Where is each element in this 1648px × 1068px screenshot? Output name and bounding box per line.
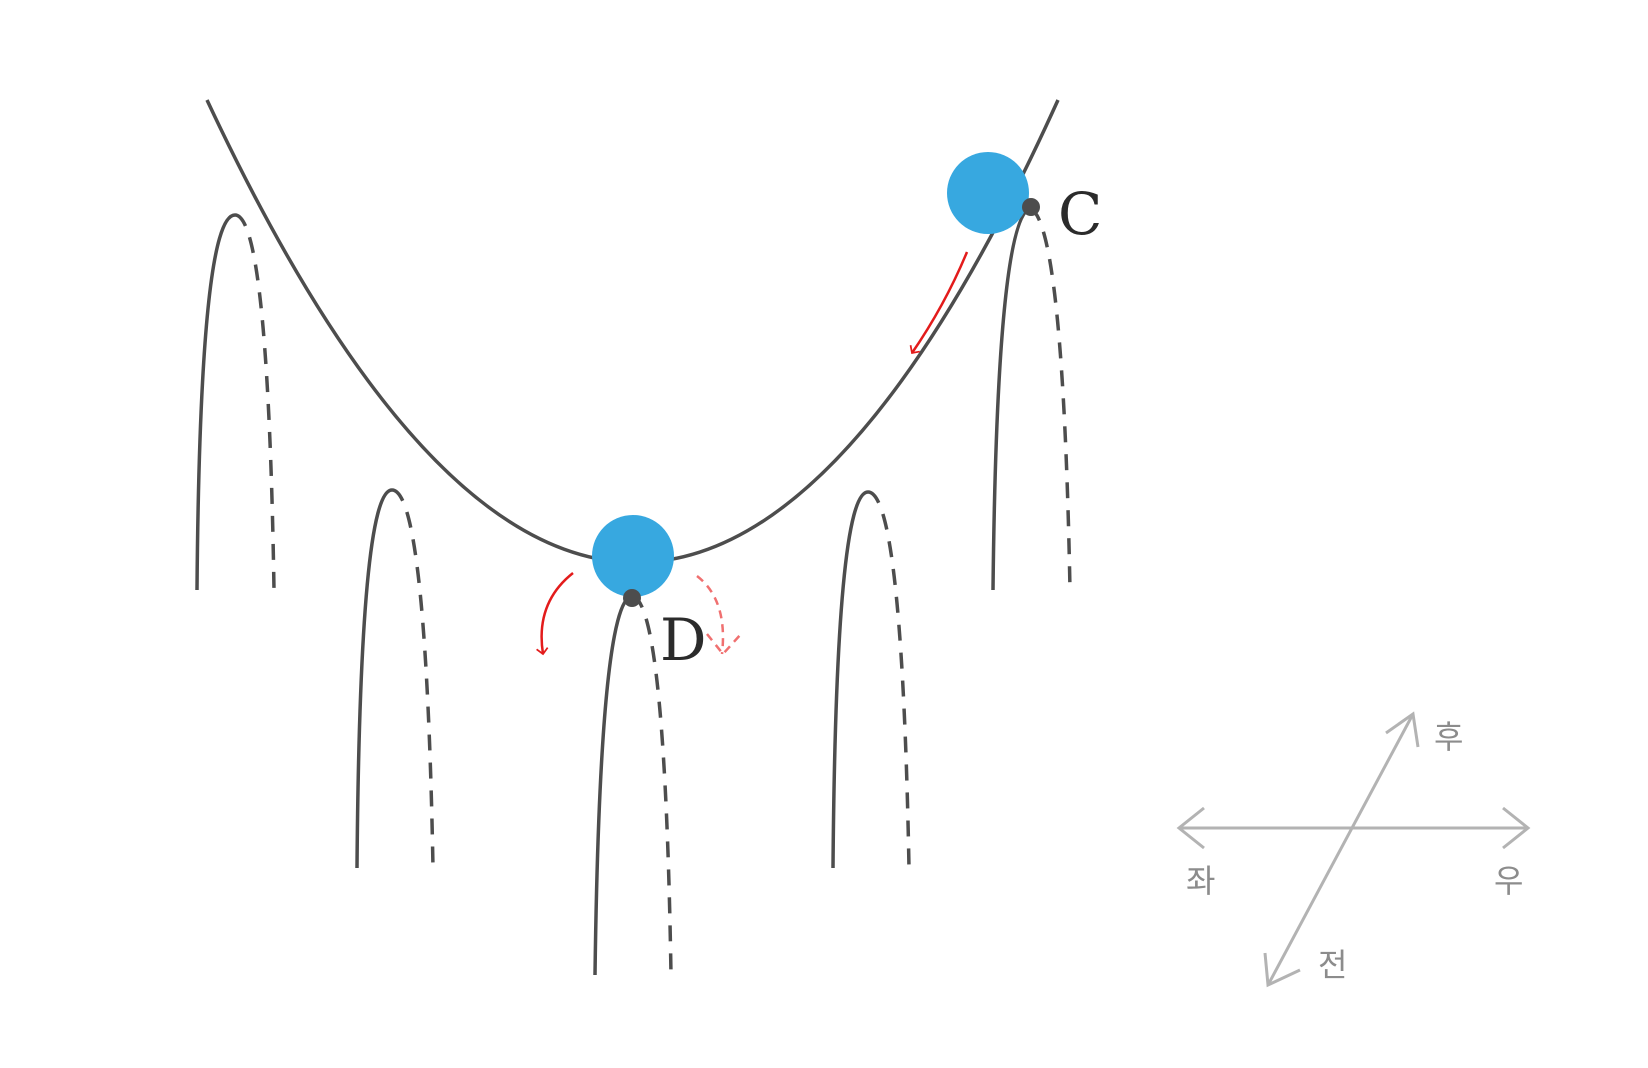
point-c-marker (1022, 198, 1040, 216)
track-curve (205, 99, 1060, 564)
ball-upper (947, 152, 1029, 234)
ski-track-4-dashed (867, 490, 911, 869)
compass-left-arrowhead (1176, 806, 1205, 850)
motion-arrow-lower-right-dashed-head (706, 633, 742, 656)
compass-label-left: 좌 (1186, 862, 1215, 900)
ski-track-3-dashed (631, 594, 673, 976)
point-c-label: C (1058, 180, 1102, 248)
ski-track-2-dashed (391, 488, 435, 869)
ski-track-5-dashed (1029, 206, 1072, 591)
compass-front-arrowhead (1263, 952, 1301, 988)
ski-track-4-solid (831, 490, 869, 869)
ski-track-5 (991, 206, 1072, 591)
ski-track-2 (355, 488, 435, 869)
ski-track-1-solid (195, 213, 236, 591)
ski-track-3 (593, 594, 673, 976)
ski-track-2-solid (355, 488, 393, 869)
ski-track-5-solid (991, 206, 1031, 591)
compass-label-back: 후 (1434, 718, 1463, 756)
motion-arrow-upper (909, 251, 969, 355)
motion-arrow-lower-right-dashed (696, 575, 725, 655)
compass-right-arrowhead (1502, 806, 1531, 850)
compass-label-right: 우 (1494, 862, 1523, 900)
point-d-marker (623, 589, 641, 607)
ski-track-1 (195, 213, 276, 591)
point-d-label: D (660, 606, 707, 674)
ski-track-3-solid (593, 594, 633, 976)
compass-front-back-axis (1266, 713, 1415, 986)
direction-compass: 후 좌 우 전 (1176, 711, 1531, 988)
ball-lower (592, 515, 674, 597)
compass-back-arrowhead (1385, 711, 1420, 748)
ski-track-1-dashed (234, 213, 276, 591)
motion-arrow-lower-left (536, 572, 574, 656)
compass-label-front: 전 (1318, 946, 1347, 984)
ski-track-4 (831, 490, 911, 869)
